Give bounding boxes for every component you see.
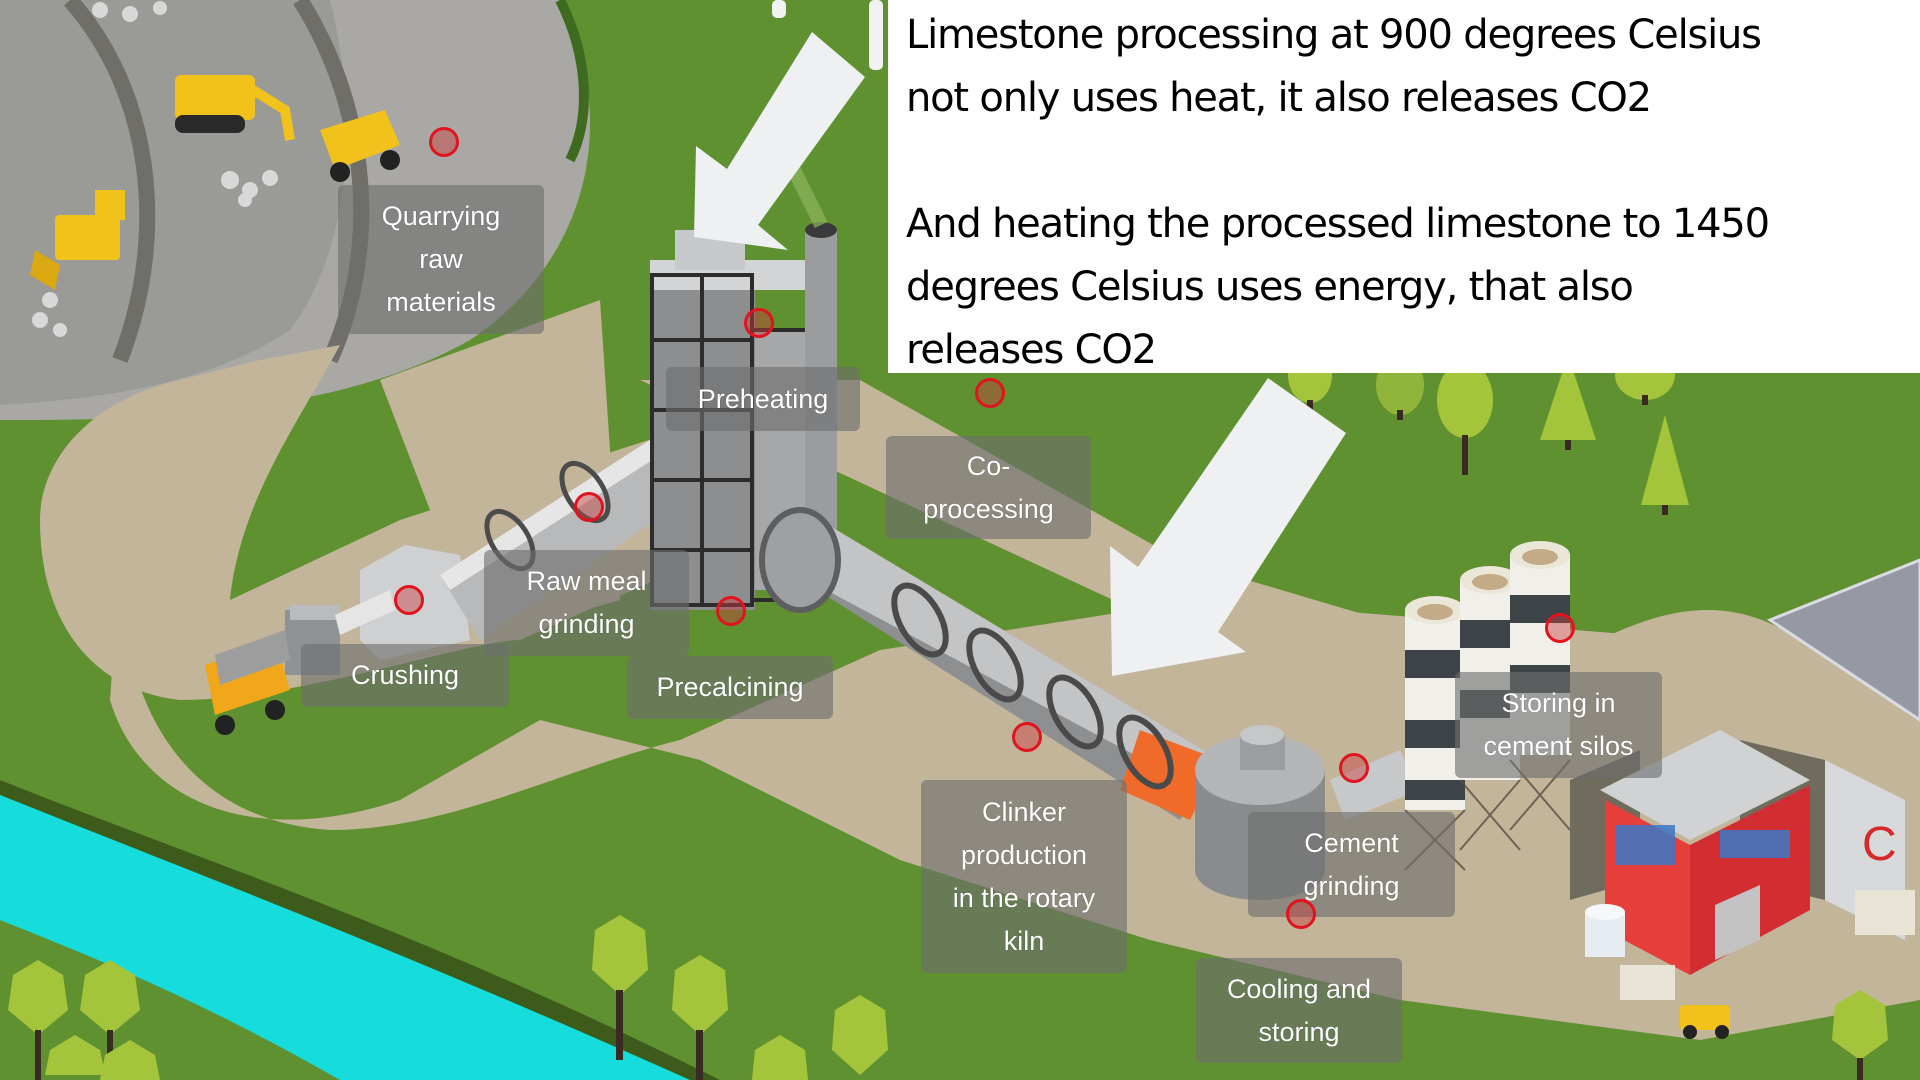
label-cement-grinding[interactable]: Cement grinding: [1248, 812, 1455, 917]
factory-logo-icon: C: [1862, 818, 1897, 871]
paragraph-gap: [906, 130, 1902, 193]
hotspot-marker-raw-meal-grinding[interactable]: [574, 492, 604, 522]
label-text: grinding: [538, 609, 635, 639]
label-text: in the rotary: [952, 882, 1096, 913]
label-preheating[interactable]: Preheating: [666, 367, 860, 431]
label-text: processing: [923, 493, 1054, 524]
annotation-line: Limestone processing at 900 degrees Cels…: [906, 12, 1762, 58]
hotspot-marker-co-processing[interactable]: [975, 378, 1005, 408]
hotspot-marker-quarrying[interactable]: [429, 127, 459, 157]
label-text: Quarrying: [381, 201, 501, 231]
label-text: Cement: [1304, 827, 1399, 858]
turbine-parts: [772, 0, 883, 70]
label-text: Raw meal: [526, 566, 647, 596]
label-text: Cooling and: [1226, 973, 1372, 1004]
parking-lot: [1766, 558, 1920, 722]
label-co-processing[interactable]: Co-processing: [886, 436, 1091, 539]
hotspot-marker-cooling-storing[interactable]: [1286, 899, 1316, 929]
hotspot-marker-cement-grinding[interactable]: [1339, 753, 1369, 783]
label-cooling-storing[interactable]: Cooling and storing: [1196, 958, 1402, 1063]
storage-tank-icon: [1585, 904, 1625, 957]
label-clinker-production[interactable]: Clinker production in the rotary kiln: [921, 780, 1127, 973]
annotation-line: releases CO2: [906, 327, 1157, 373]
label-text: cement silos: [1483, 731, 1634, 761]
label-raw-meal-grinding[interactable]: Raw meal grinding: [484, 550, 689, 656]
annotation-textbox: Limestone processing at 900 degrees Cels…: [888, 0, 1920, 373]
hotspot-marker-clinker-production[interactable]: [1012, 722, 1042, 752]
annotation-line: not only uses heat, it also releases CO2: [906, 75, 1652, 121]
hotspot-marker-preheating[interactable]: [744, 308, 774, 338]
haul-truck-icon: [205, 630, 290, 735]
cement-factory: C: [1570, 730, 1915, 1039]
label-storing-silos[interactable]: Storing in cement silos: [1455, 672, 1662, 778]
label-text: raw: [419, 244, 463, 274]
arrow-to-kiln-icon: [1110, 378, 1346, 676]
hotspot-marker-precalcining[interactable]: [716, 596, 746, 626]
label-text: Preheating: [697, 383, 829, 414]
hotspot-marker-crushing[interactable]: [394, 585, 424, 615]
label-text: kiln: [1003, 925, 1045, 956]
label-crushing[interactable]: Crushing: [301, 644, 509, 707]
label-quarrying[interactable]: Quarrying raw materials: [338, 185, 544, 334]
label-text: materials: [386, 287, 496, 317]
label-precalcining[interactable]: Precalcining: [627, 656, 833, 719]
hotspot-marker-storing-silos[interactable]: [1545, 613, 1575, 643]
rock-piles: [32, 1, 278, 337]
forklift-icon: [1680, 1005, 1730, 1039]
river: [0, 780, 720, 1080]
excavator-icon: [175, 75, 295, 141]
label-text: storing: [1258, 1016, 1340, 1047]
rotary-kiln: [759, 507, 1220, 820]
label-text: Crushing: [350, 660, 460, 690]
label-text: production: [960, 839, 1088, 870]
dump-truck-icon: [320, 110, 400, 182]
arrow-to-preheater-icon: [694, 32, 865, 250]
annotation-line: degrees Celsius uses energy, that also: [906, 264, 1634, 310]
label-text: Storing in: [1501, 688, 1616, 718]
label-text: Co-: [966, 450, 1011, 481]
trees-bottom: [8, 915, 1888, 1080]
label-text: Clinker: [981, 796, 1066, 827]
pallets: [1620, 890, 1915, 1000]
annotation-line: And heating the processed limestone to 1…: [906, 201, 1770, 247]
quarry-vehicles: [30, 1, 400, 337]
bulldozer-icon: [30, 190, 125, 290]
label-text: Precalcining: [656, 672, 804, 702]
label-text: grinding: [1303, 870, 1400, 901]
